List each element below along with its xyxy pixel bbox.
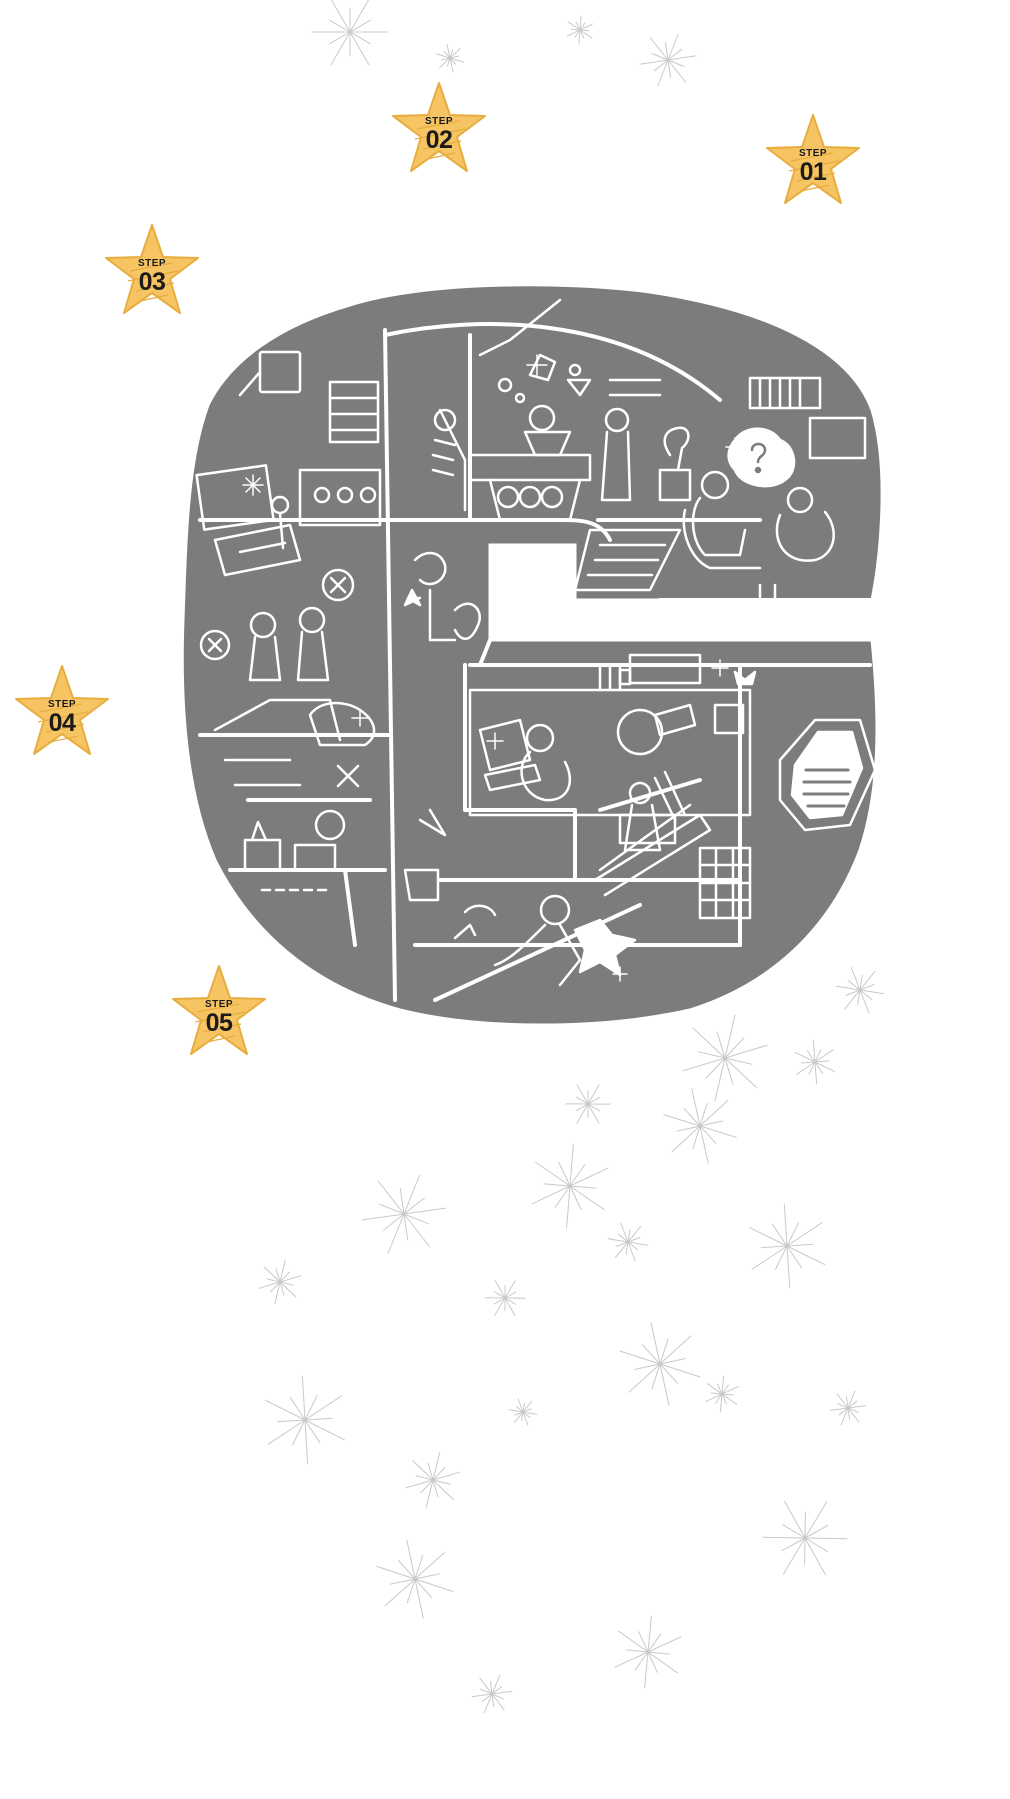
sparkle-icon <box>484 1280 526 1316</box>
sparkle-icon <box>258 1260 302 1304</box>
sparkle-icon <box>835 967 885 1013</box>
star-icon <box>392 82 486 172</box>
sparkle-icon <box>566 15 594 45</box>
sparkle-icon <box>361 1174 447 1254</box>
sparkle-icon <box>829 1390 867 1426</box>
sparkle-icon <box>265 1375 345 1465</box>
star-icon <box>15 665 109 755</box>
step-01-star[interactable]: STEP 01 <box>761 111 865 211</box>
sparkle-icon <box>565 1084 611 1124</box>
sparkle-icon <box>436 43 464 73</box>
illustration-glints <box>242 354 745 982</box>
sparkle-icon <box>311 0 389 66</box>
step-04-star[interactable]: STEP 04 <box>10 662 114 762</box>
star-icon <box>766 114 860 204</box>
sparkle-icon <box>663 1088 737 1164</box>
sparkle-icon <box>748 1203 826 1289</box>
sparkle-icon <box>607 1222 649 1262</box>
sparkle-icon <box>705 1375 739 1413</box>
sparkle-icon <box>471 1675 513 1713</box>
g-inner-white <box>491 546 574 600</box>
step-05-star[interactable]: STEP 05 <box>167 962 271 1062</box>
sparkle-icon <box>682 1014 768 1102</box>
sparkle-icon <box>376 1539 454 1619</box>
sparkle-icon <box>619 1322 701 1406</box>
sparkle-icon <box>531 1143 609 1229</box>
g-outline <box>180 283 884 1027</box>
sparkle-icon <box>508 1398 538 1426</box>
room-details <box>195 298 877 987</box>
g-letter-shape <box>180 283 884 1027</box>
star-icon <box>172 965 266 1055</box>
sparkle-icon <box>639 33 697 87</box>
sparkle-icon <box>614 1615 682 1689</box>
step-03-star[interactable]: STEP 03 <box>100 221 204 321</box>
sparkle-icon <box>794 1039 836 1085</box>
sparkle-icon <box>405 1452 461 1508</box>
step-02-star[interactable]: STEP 02 <box>387 79 491 179</box>
sparkle-icon <box>762 1500 848 1576</box>
star-icon <box>105 224 199 314</box>
